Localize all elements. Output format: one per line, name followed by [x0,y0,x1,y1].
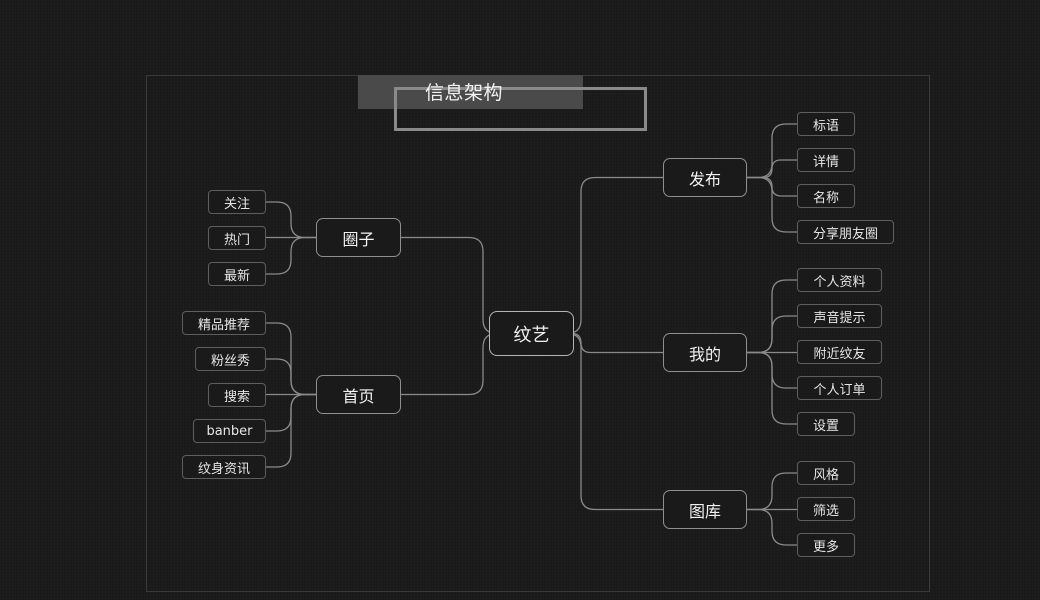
root-branch-connector [566,332,663,511]
leaf-node[interactable]: 粉丝秀 [195,347,266,371]
leaf-node[interactable]: 风格 [797,461,855,485]
branch-leaf-connector [747,159,797,179]
branch-node-shouye[interactable]: 首页 [316,375,401,414]
leaf-node[interactable]: 附近纹友 [797,340,882,364]
root-node[interactable]: 纹艺 [489,311,574,356]
branch-leaf-connector [747,472,797,511]
branch-leaf-connector [266,236,316,275]
branch-leaf-connector [266,358,316,396]
branch-leaf-connector [747,315,797,354]
leaf-node[interactable]: 热门 [208,226,266,250]
leaf-node[interactable]: 标语 [797,112,855,136]
branch-leaf-connector [747,351,797,425]
branch-leaf-connector [747,508,797,546]
branch-node-fabu[interactable]: 发布 [663,158,747,197]
leaf-node[interactable]: 更多 [797,533,855,557]
branch-leaf-connector [747,176,797,233]
root-branch-connector [566,176,663,335]
title-outline [394,87,647,131]
leaf-node[interactable]: 搜索 [208,383,266,407]
leaf-node[interactable]: 设置 [797,412,855,436]
root-branch-connector [401,332,498,396]
root-branch-connector [401,236,498,335]
leaf-node[interactable]: 最新 [208,262,266,286]
leaf-node[interactable]: 分享朋友圈 [797,220,894,244]
leaf-node[interactable]: 个人订单 [797,376,882,400]
branch-leaf-connector [747,123,797,179]
leaf-node[interactable]: 纹身资讯 [182,455,266,479]
leaf-node[interactable]: 精品推荐 [182,311,266,335]
root-branch-connector [571,332,663,354]
leaf-node[interactable]: 名称 [797,184,855,208]
leaf-node[interactable]: 个人资料 [797,268,882,292]
branch-node-wode[interactable]: 我的 [663,333,747,372]
leaf-node[interactable]: 详情 [797,148,855,172]
branch-leaf-connector [266,393,316,468]
leaf-node[interactable]: banber [193,419,266,443]
leaf-node[interactable]: 关注 [208,190,266,214]
leaf-node[interactable]: 声音提示 [797,304,882,328]
branch-node-quanzi[interactable]: 圈子 [316,218,401,257]
diagram-title: 信息架构 [425,82,504,104]
leaf-node[interactable]: 筛选 [797,497,855,521]
branch-node-tuku[interactable]: 图库 [663,490,747,529]
branch-leaf-connector [266,201,316,239]
